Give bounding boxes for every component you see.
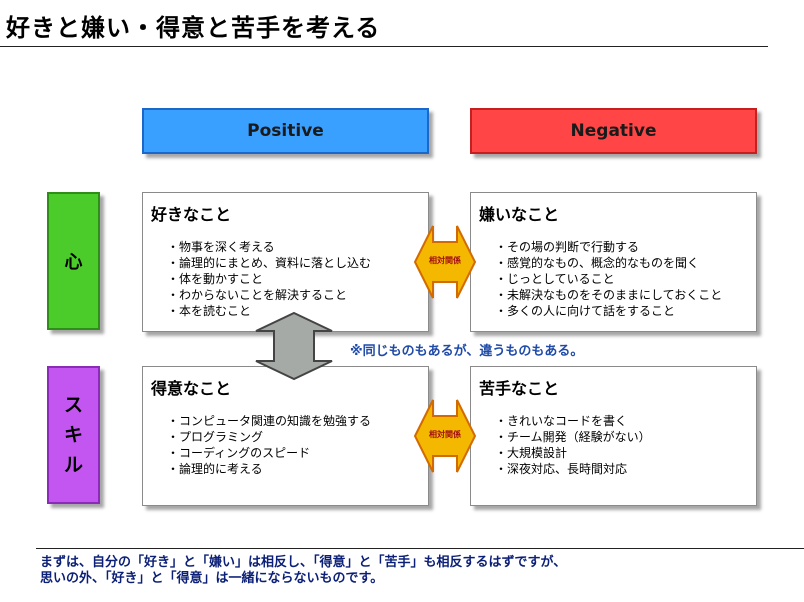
- double-arrow-icon: [413, 399, 477, 473]
- list-item: ・論理的にまとめ、資料に落とし込む: [167, 256, 372, 270]
- footer-divider: [36, 548, 804, 549]
- list-item: ・大規模設計: [495, 446, 568, 460]
- like-list: ・物事を深く考える ・論理的にまとめ、資料に落とし込む ・体を動かすこと ・わか…: [151, 239, 420, 319]
- relation-arrow-top: 相対関係: [413, 222, 477, 302]
- relation-label: 相対関係: [429, 430, 461, 439]
- note-text: ※同じものもあるが、違うものもある。: [350, 344, 584, 359]
- dislike-cell: 嫌いなこと ・その場の判断で行動する ・感覚的なもの、概念的なものを聞く ・じっ…: [470, 192, 757, 332]
- like-heading: 好きなこと: [151, 205, 232, 224]
- good-heading: 得意なこと: [151, 379, 232, 398]
- list-item: ・多くの人に向けて話をすること: [495, 304, 676, 318]
- list-item: ・その場の判断で行動する: [495, 240, 640, 254]
- list-item: ・プログラミング: [167, 430, 264, 444]
- list-item: ・深夜対応、長時間対応: [495, 462, 628, 476]
- vertical-arrow-icon: [255, 311, 333, 381]
- skill-char-3: ル: [63, 454, 83, 476]
- list-item: ・未解決なものをそのままにしておくこと: [495, 288, 723, 302]
- negative-header: Negative: [470, 108, 757, 154]
- bad-cell: 苦手なこと ・きれいなコードを書く ・チーム開発（経験がない） ・大規模設計 ・…: [470, 366, 757, 506]
- list-item: ・コーディングのスピード: [167, 446, 311, 460]
- footer-line-2: 思いの外、「好き」と「得意」は一緒にならないものです。: [40, 571, 384, 586]
- list-item: ・コンピュータ関連の知識を勉強する: [167, 414, 372, 428]
- footer-line-1: まずは、自分の「好き」と「嫌い」は相反し、「得意」と「苦手」も相反するはずですが…: [40, 555, 567, 570]
- dislike-list: ・その場の判断で行動する ・感覚的なもの、概念的なものを聞く ・じっとしているこ…: [479, 239, 748, 319]
- kokoro-row-label: 心: [47, 192, 100, 330]
- list-item: ・わからないことを解決すること: [167, 288, 348, 302]
- good-cell: 得意なこと ・コンピュータ関連の知識を勉強する ・プログラミング ・コーディング…: [142, 366, 429, 506]
- good-list: ・コンピュータ関連の知識を勉強する ・プログラミング ・コーディングのスピード …: [151, 413, 420, 477]
- skill-row-label: ス キ ル: [47, 366, 100, 504]
- skill-char-1: ス: [63, 394, 83, 416]
- list-item: ・論理的に考える: [167, 462, 263, 476]
- list-item: ・体を動かすこと: [167, 272, 264, 286]
- title-divider: [0, 46, 768, 47]
- double-arrow-icon: [413, 225, 477, 299]
- bad-list: ・きれいなコードを書く ・チーム開発（経験がない） ・大規模設計 ・深夜対応、長…: [479, 413, 748, 477]
- list-item: ・チーム開発（経験がない）: [495, 430, 651, 444]
- bad-heading: 苦手なこと: [479, 379, 560, 398]
- like-cell: 好きなこと ・物事を深く考える ・論理的にまとめ、資料に落とし込む ・体を動かす…: [142, 192, 429, 332]
- positive-header: Positive: [142, 108, 429, 154]
- list-item: ・本を読むこと: [167, 304, 252, 318]
- list-item: ・じっとしていること: [495, 272, 615, 286]
- list-item: ・感覚的なもの、概念的なものを聞く: [495, 256, 700, 270]
- page-title: 好きと嫌い・得意と苦手を考える: [6, 14, 381, 42]
- list-item: ・きれいなコードを書く: [495, 414, 628, 428]
- dislike-heading: 嫌いなこと: [479, 205, 560, 224]
- relation-arrow-bottom: 相対関係: [413, 396, 477, 476]
- skill-char-2: キ: [63, 424, 83, 446]
- relation-label: 相対関係: [429, 256, 461, 265]
- footer-text: まずは、自分の「好き」と「嫌い」は相反し、「得意」と「苦手」も相反するはずですが…: [40, 555, 566, 587]
- vertical-double-arrow: [254, 311, 334, 381]
- list-item: ・物事を深く考える: [167, 240, 275, 254]
